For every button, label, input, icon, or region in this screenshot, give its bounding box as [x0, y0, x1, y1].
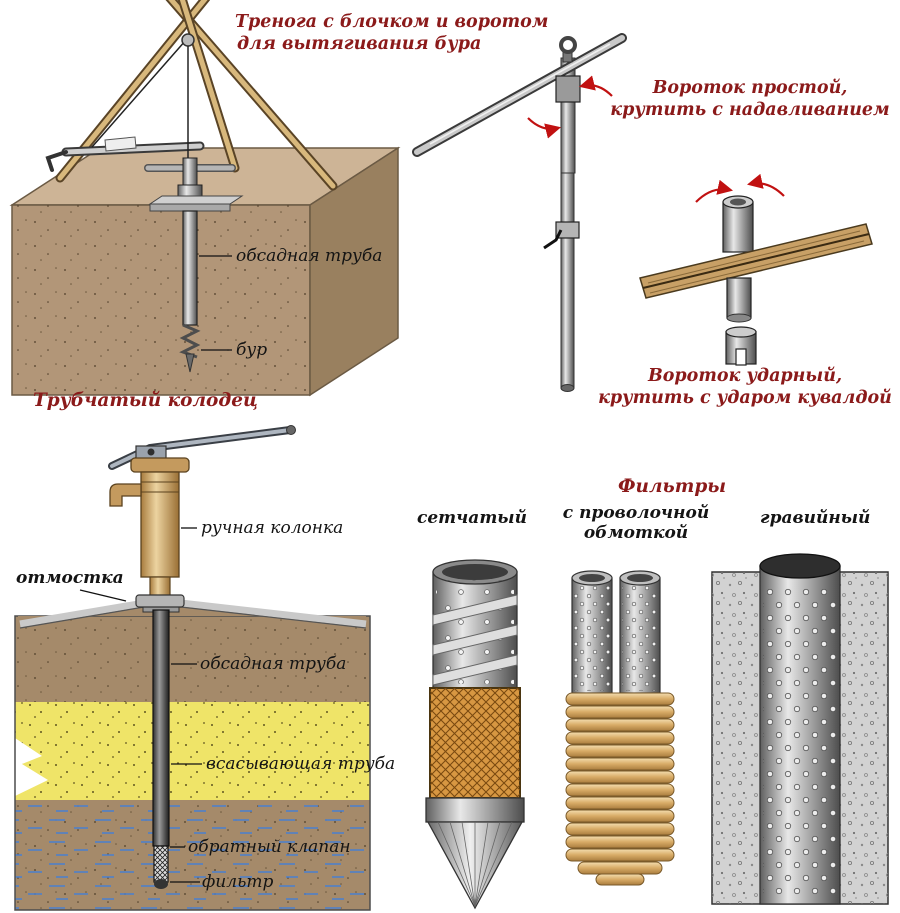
check-valve-label: обратный клапан	[188, 837, 351, 857]
gravel-filter-label: гравийный	[760, 508, 871, 528]
simple-handle-title-line1: Вороток простой,	[652, 78, 848, 98]
hand-pump-illustration	[108, 425, 296, 608]
pump-label: ручная колонка	[201, 518, 344, 538]
well-cross-section	[14, 598, 371, 911]
simple-handle-illustration	[412, 33, 627, 392]
tripod-illustration	[9, 0, 401, 397]
well-title: Трубчатый колодец	[33, 390, 258, 411]
tripod-title-line2: для вытягивания бура	[237, 34, 482, 54]
simple-handle-title-line2: крутить с надавливанием	[610, 100, 890, 120]
wire-filter-label-line1: с проволочной	[562, 503, 710, 523]
wire-filter-illustration	[565, 570, 675, 886]
mesh-filter-illustration	[425, 559, 525, 910]
impact-handle-title-line1: Вороток ударный,	[647, 366, 843, 386]
tripod-title-line1: Тренога с блочком и воротом	[235, 12, 549, 32]
pointer-lines	[79, 255, 232, 883]
wire-filter-label-line2: обмоткой	[583, 523, 689, 543]
apron-label: отмостка	[16, 568, 124, 588]
tripod-drill-label: бур	[236, 340, 268, 360]
mesh-filter-label: сетчатый	[417, 508, 527, 528]
impact-handle-title-line2: крутить с ударом кувалдой	[598, 388, 892, 408]
well-casing-label: обсадная труба	[200, 654, 347, 674]
filters-title: Фильтры	[618, 476, 727, 497]
suction-pipe-label: всасывающая труба	[206, 754, 396, 774]
gravel-filter-illustration	[711, 553, 889, 905]
well-filter-label: фильтр	[202, 872, 274, 892]
tripod-casing-label: обсадная труба	[236, 246, 383, 266]
impact-handle-illustration	[639, 173, 873, 366]
